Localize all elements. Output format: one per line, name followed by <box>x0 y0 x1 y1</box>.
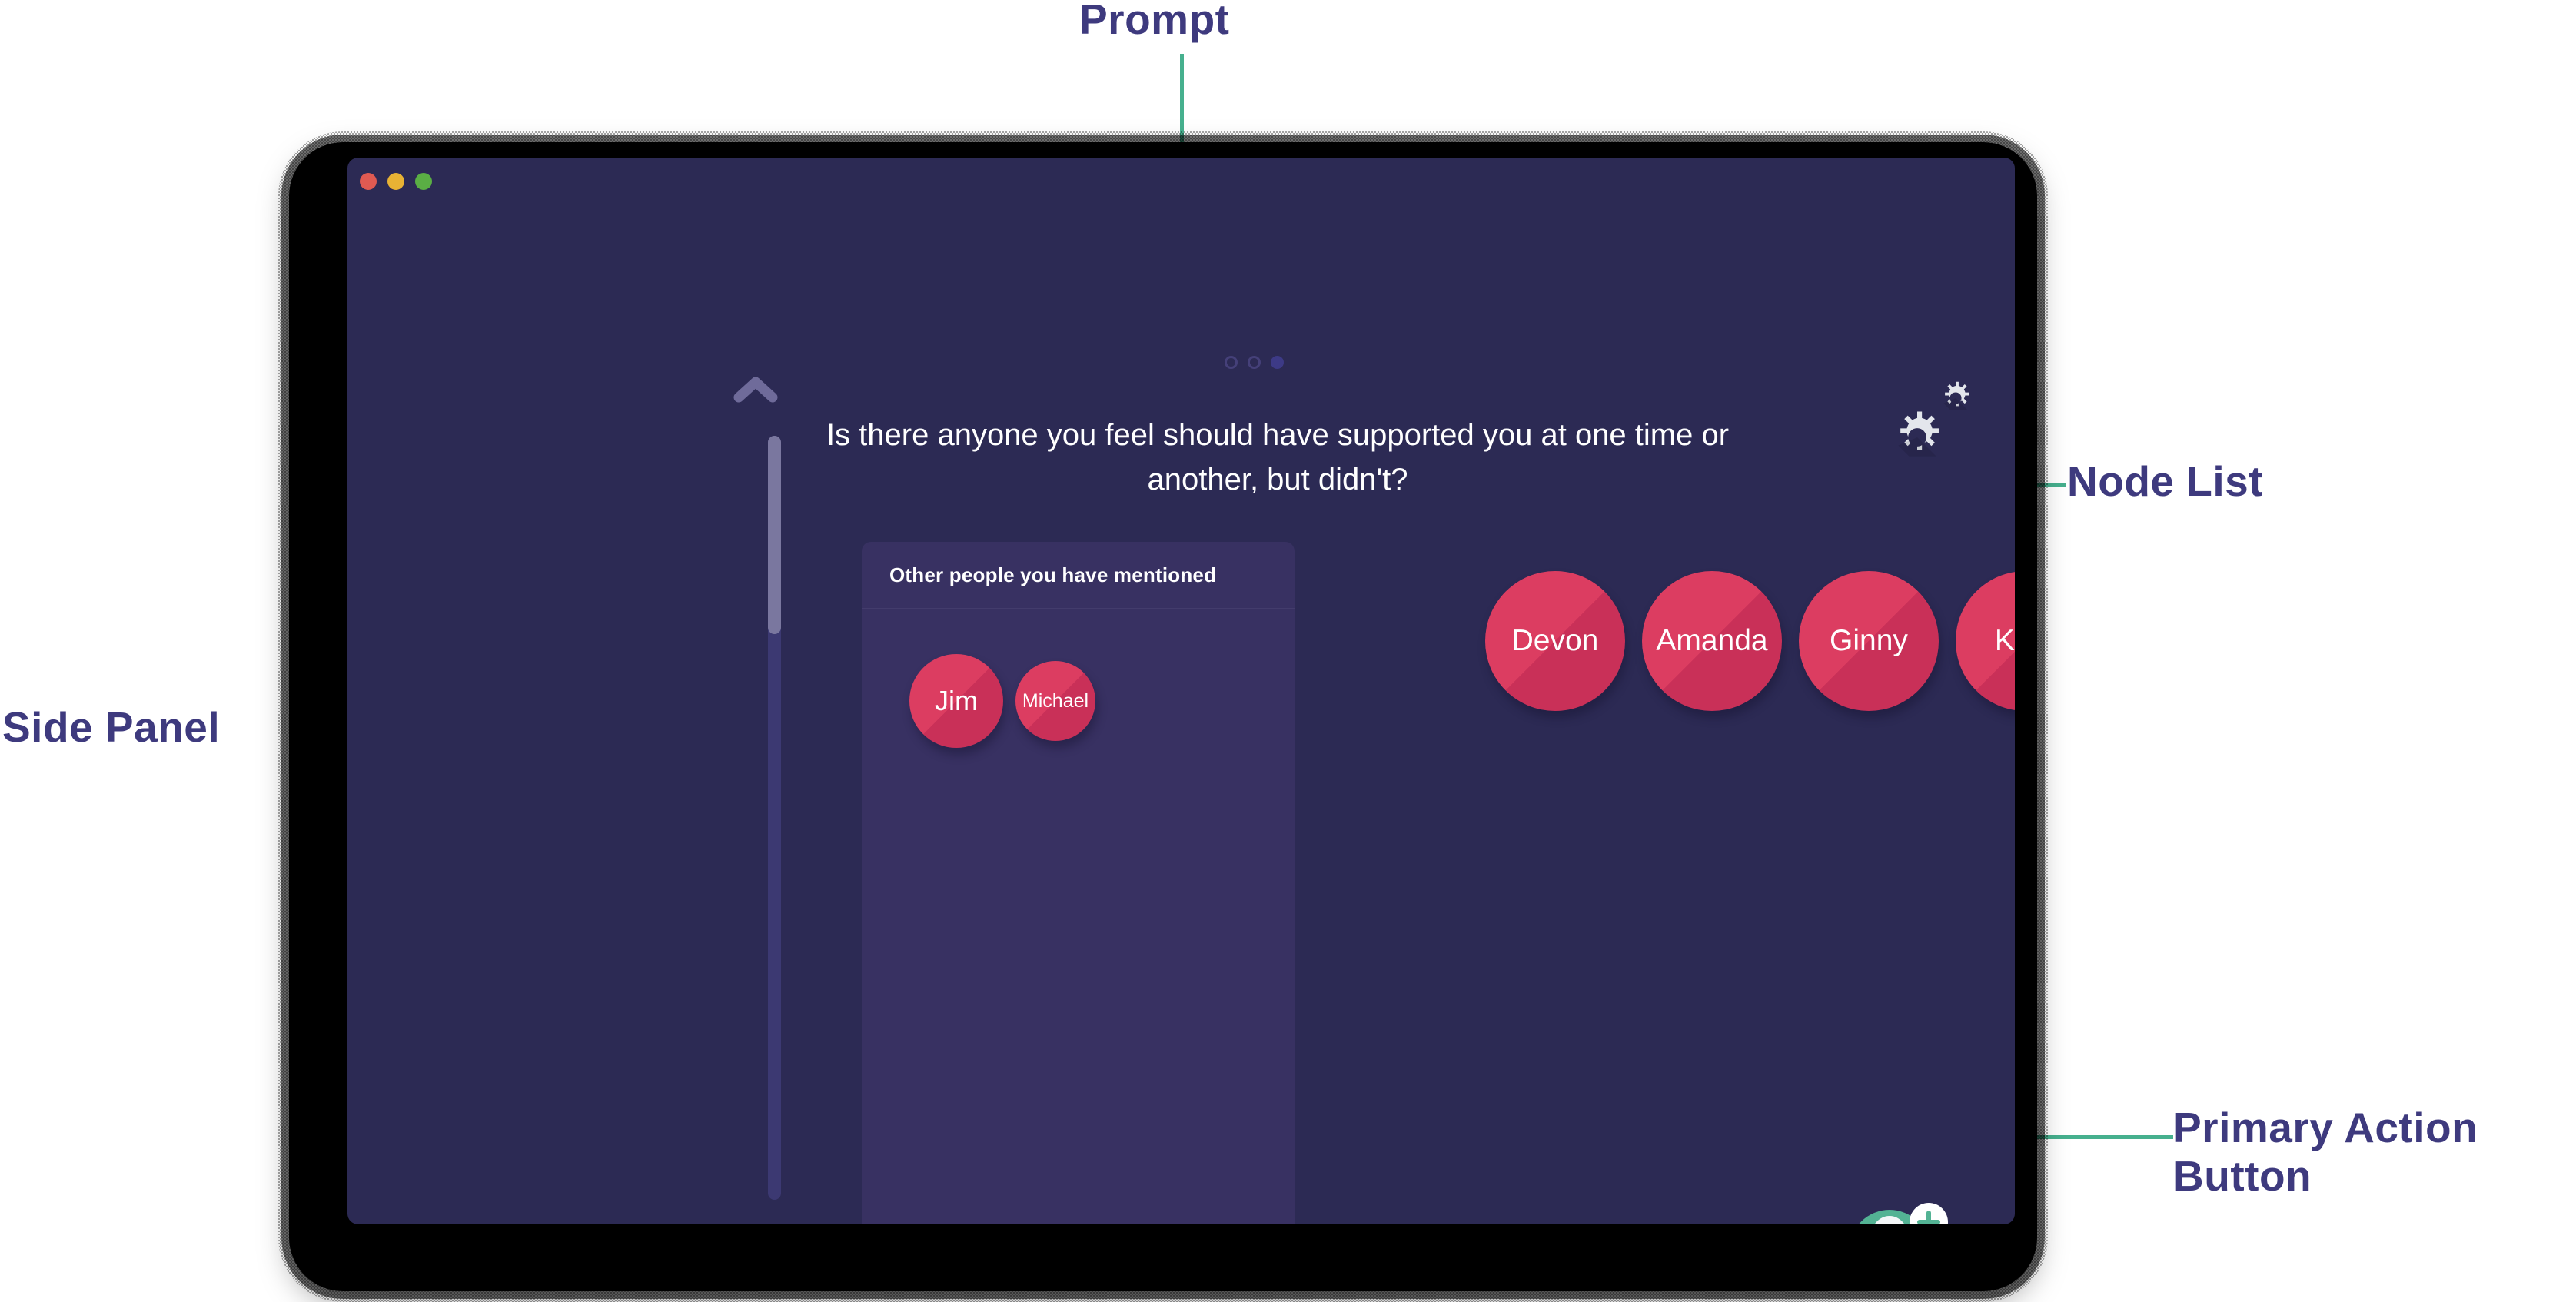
prompt-text: Is there anyone you feel should have sup… <box>826 418 1730 497</box>
side-panel: Other people you have mentioned Jim Mich… <box>862 542 1295 1224</box>
pagination-dot-1[interactable] <box>1225 356 1238 369</box>
add-person-button[interactable] <box>1850 1202 1950 1224</box>
pagination-dot-2[interactable] <box>1248 356 1261 369</box>
maximize-button[interactable] <box>415 173 432 190</box>
person-node-label: Devon <box>1511 624 1599 657</box>
node-list: Devon Amanda Ginny Kate <box>1485 571 2015 711</box>
gear-icon <box>1898 411 1939 457</box>
person-node-label: Jim <box>935 685 978 716</box>
person-node-jim[interactable]: Jim <box>909 654 1003 748</box>
pagination-dot-3[interactable] <box>1271 356 1284 369</box>
side-panel-header: Other people you have mentioned <box>862 542 1295 609</box>
annotation-label-node-list: Node List <box>2067 457 2264 505</box>
gear-icon-small <box>1943 381 1969 410</box>
leader-line-prompt <box>1180 54 1184 225</box>
window-traffic-lights <box>360 173 432 190</box>
person-node-michael[interactable]: Michael <box>1015 661 1095 741</box>
minimize-button[interactable] <box>387 173 404 190</box>
person-node-amanda[interactable]: Amanda <box>1642 571 1782 711</box>
side-panel-node-list: Jim Michael <box>862 609 1295 748</box>
leader-line-primary-action <box>1969 1135 2173 1139</box>
person-node-label: Kate <box>1994 624 2015 657</box>
side-panel-title: Other people you have mentioned <box>889 563 1217 586</box>
annotation-label-primary-action: Primary Action Button <box>2173 1104 2478 1201</box>
close-button[interactable] <box>360 173 377 190</box>
scrollbar-track[interactable] <box>768 436 781 1200</box>
scrollbar-thumb[interactable] <box>768 436 781 634</box>
annotation-label-prompt: Prompt <box>1079 0 1230 43</box>
person-node-label: Amanda <box>1656 624 1768 657</box>
person-node-kate[interactable]: Kate <box>1956 571 2015 711</box>
person-node-label: Ginny <box>1830 624 1908 657</box>
app-screen: Is there anyone you feel should have sup… <box>347 158 2015 1224</box>
person-node-ginny[interactable]: Ginny <box>1799 571 1939 711</box>
pagination-dots[interactable] <box>1225 356 1284 369</box>
settings-gears-icon[interactable] <box>1883 377 1983 473</box>
person-node-devon[interactable]: Devon <box>1485 571 1625 711</box>
person-node-label: Michael <box>1022 689 1089 712</box>
add-person-icon <box>1856 1203 1948 1224</box>
annotation-label-side-panel: Side Panel <box>2 703 221 751</box>
chevron-up-icon[interactable] <box>733 373 779 407</box>
